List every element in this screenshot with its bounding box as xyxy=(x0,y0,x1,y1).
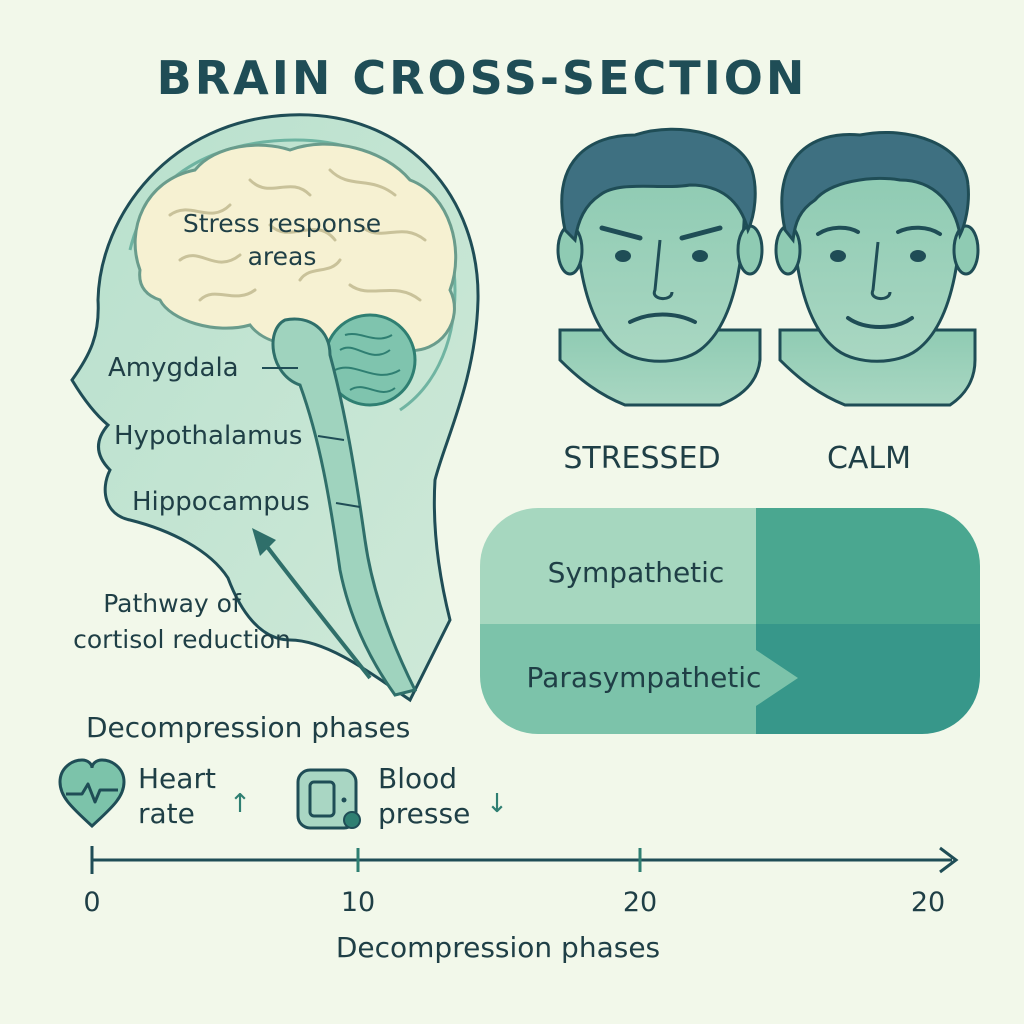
parasympathetic-arrow xyxy=(756,650,798,706)
label-cortisol-reduction: cortisol reduction xyxy=(73,625,291,654)
label-pathway: Pathway of xyxy=(103,589,242,618)
timeline-axis xyxy=(90,846,959,874)
label-stressed: STRESSED xyxy=(563,441,720,476)
stressed-face xyxy=(556,127,764,407)
heart-rate-label-line1: Heart xyxy=(138,762,216,795)
heart-rate-arrow: ↑ xyxy=(229,789,251,819)
blood-pressure-label-line2: presse xyxy=(378,797,470,830)
heart-pulse-icon xyxy=(58,758,126,829)
parasympathetic-band-light xyxy=(480,624,756,734)
heart-rate-label-line2: rate xyxy=(138,797,195,830)
calm-hair xyxy=(780,130,970,244)
calm-face xyxy=(774,130,980,407)
sympathetic-band-light xyxy=(480,508,756,624)
label-stress-response-areas: areas xyxy=(248,242,317,271)
label-hippocampus: Hippocampus xyxy=(132,487,310,517)
label-calm: CALM xyxy=(827,441,911,476)
blood-pressure-label-line1: Blood xyxy=(378,762,457,795)
axis-arrowhead xyxy=(939,846,959,874)
blood-pressure-monitor-icon xyxy=(296,768,361,830)
nervous-system-panel xyxy=(480,508,980,734)
stressed-hair xyxy=(560,127,757,244)
axis-label: Decompression phases xyxy=(336,931,660,964)
pathway-arrow xyxy=(260,538,372,680)
label-sympathetic: Sympathetic xyxy=(548,556,725,589)
brainstem xyxy=(271,317,418,697)
label-parasympathetic: Parasympathetic xyxy=(527,661,762,694)
blood-pressure-arrow: ↓ xyxy=(486,789,508,819)
axis-tick-label-1: 10 xyxy=(341,887,375,918)
phases-heading: Decompression phases xyxy=(86,711,410,744)
sympathetic-band-dark xyxy=(756,508,980,624)
axis-tick-label-2: 20 xyxy=(623,887,657,918)
label-stress-response: Stress response xyxy=(183,209,381,238)
label-amygdala: Amygdala xyxy=(108,353,239,383)
cerebrum xyxy=(133,142,458,363)
axis-tick-label-3: 20 xyxy=(911,887,945,918)
head-profile xyxy=(70,113,480,703)
axis-tick-label-0: 0 xyxy=(83,887,100,918)
label-hypothalamus: Hypothalamus xyxy=(114,421,302,451)
page-title: BRAIN CROSS-SECTION xyxy=(157,51,808,105)
